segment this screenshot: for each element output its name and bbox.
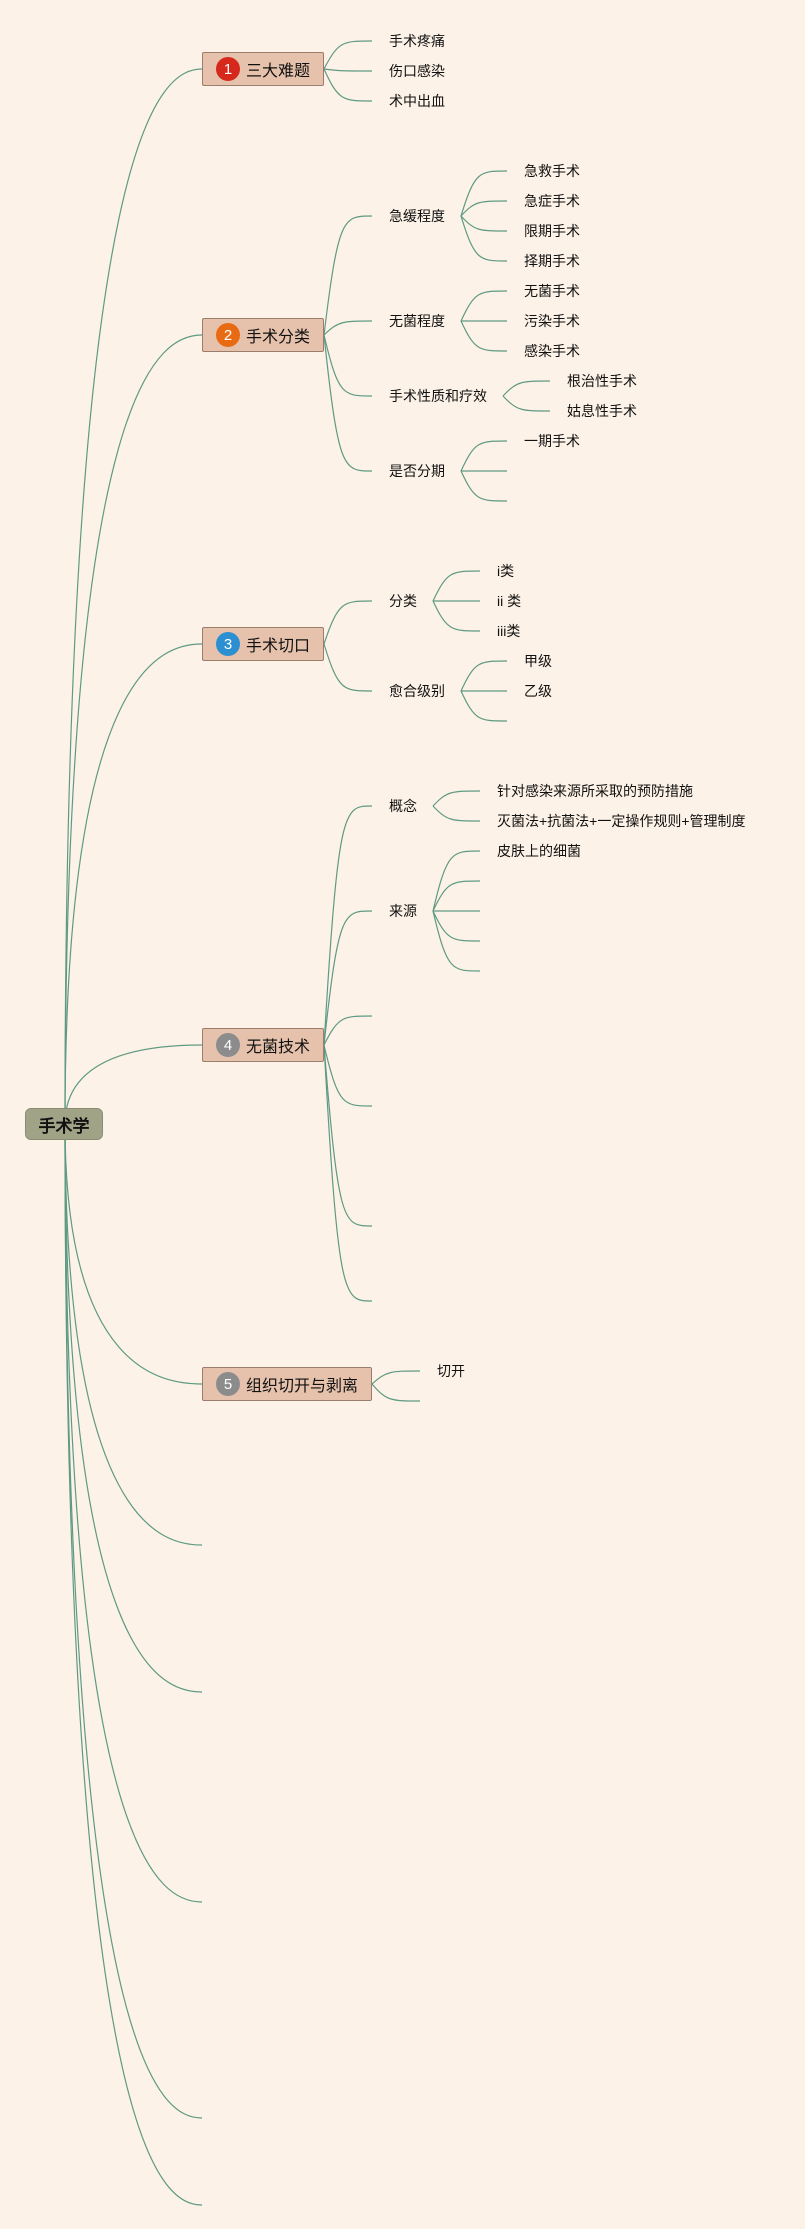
branch-label: 组织切开与剥离 bbox=[245, 1378, 358, 1395]
connector-line bbox=[432, 910, 481, 972]
connector-line bbox=[323, 68, 373, 102]
item-incise[interactable]: 切开 bbox=[437, 1363, 465, 1379]
connector-line bbox=[432, 600, 481, 632]
topic-infection[interactable]: 伤口感染 bbox=[389, 63, 445, 79]
connector-line bbox=[502, 395, 551, 412]
branch-label: 手术切口 bbox=[245, 638, 310, 655]
item-limited[interactable]: 限期手术 bbox=[524, 223, 580, 239]
connector-line bbox=[323, 1015, 373, 1046]
group-staging[interactable]: 是否分期 bbox=[389, 463, 445, 479]
connector-line bbox=[432, 805, 481, 822]
connector-line bbox=[64, 643, 203, 1125]
connector-line bbox=[460, 690, 508, 722]
connector-line bbox=[460, 215, 508, 232]
group-sterility[interactable]: 无菌程度 bbox=[389, 313, 445, 329]
connector-line bbox=[323, 68, 373, 72]
connector-line bbox=[64, 1123, 203, 1546]
item-urgent[interactable]: 急症手术 bbox=[524, 193, 580, 209]
connector-line bbox=[323, 600, 373, 645]
group-healing-grade[interactable]: 愈合级别 bbox=[389, 683, 445, 699]
connector-line bbox=[323, 40, 373, 70]
connector-line bbox=[64, 1123, 203, 1693]
item-clean[interactable]: 无菌手术 bbox=[524, 283, 580, 299]
number-2-icon: 2 bbox=[215, 323, 240, 347]
item-grade-b[interactable]: 乙级 bbox=[524, 683, 552, 699]
number-5-icon: 5 bbox=[215, 1372, 240, 1396]
item-elective[interactable]: 择期手术 bbox=[524, 253, 580, 269]
item-concept-1[interactable]: 针对感染来源所采取的预防措施 bbox=[497, 783, 693, 799]
connector-line bbox=[323, 334, 373, 397]
group-source[interactable]: 来源 bbox=[389, 903, 417, 919]
connector-line bbox=[64, 1123, 203, 1385]
branch-three-problems[interactable]: 1 三大难题 bbox=[202, 52, 324, 86]
connector-line bbox=[323, 805, 373, 1046]
connector-line bbox=[460, 440, 508, 472]
item-skin-bacteria[interactable]: 皮肤上的细菌 bbox=[497, 843, 581, 859]
connector-line bbox=[323, 1044, 373, 1227]
number-3-icon: 3 bbox=[215, 632, 240, 656]
item-infected[interactable]: 感染手术 bbox=[524, 343, 580, 359]
connector-line bbox=[323, 1044, 373, 1302]
connector-line bbox=[323, 215, 373, 336]
connector-line bbox=[432, 880, 481, 912]
item-radical[interactable]: 根治性手术 bbox=[567, 373, 637, 389]
branch-aseptic[interactable]: 4 无菌技术 bbox=[202, 1028, 324, 1062]
connector-line bbox=[64, 1123, 203, 1903]
connector-line bbox=[502, 380, 551, 397]
connector-line bbox=[432, 790, 481, 807]
branch-label: 手术分类 bbox=[245, 329, 310, 346]
item-class-iii[interactable]: iii类 bbox=[497, 623, 521, 639]
connector-line bbox=[323, 910, 373, 1046]
item-one-stage[interactable]: 一期手术 bbox=[524, 433, 580, 449]
connector-line bbox=[64, 1123, 203, 2206]
connector-line bbox=[460, 170, 508, 217]
connector-line bbox=[323, 320, 373, 336]
root-node[interactable]: 手术学 bbox=[25, 1108, 103, 1140]
connector-line bbox=[460, 660, 508, 692]
item-contaminated[interactable]: 污染手术 bbox=[524, 313, 580, 329]
connector-line bbox=[323, 334, 373, 472]
connector-line bbox=[460, 290, 508, 322]
connector-line bbox=[64, 1044, 203, 1125]
topic-pain[interactable]: 手术疼痛 bbox=[389, 33, 445, 49]
branch-incision[interactable]: 3 手术切口 bbox=[202, 627, 324, 661]
group-concept[interactable]: 概念 bbox=[389, 798, 417, 814]
branch-tissue-dissection[interactable]: 5 组织切开与剥离 bbox=[202, 1367, 372, 1401]
connector-line bbox=[460, 200, 508, 217]
connector-line bbox=[432, 910, 481, 942]
connector-line bbox=[432, 850, 481, 912]
connector-line bbox=[323, 643, 373, 692]
topic-bleeding[interactable]: 术中出血 bbox=[389, 93, 445, 109]
connector-line bbox=[371, 1383, 421, 1402]
connector-line bbox=[64, 1123, 203, 2119]
item-class-ii[interactable]: ii 类 bbox=[497, 593, 522, 609]
item-concept-2[interactable]: 灭菌法+抗菌法+一定操作规则+管理制度 bbox=[497, 813, 746, 829]
connector-line bbox=[460, 215, 508, 262]
connector-line bbox=[432, 570, 481, 602]
group-urgency[interactable]: 急缓程度 bbox=[389, 208, 445, 224]
connector-line bbox=[323, 1044, 373, 1107]
item-class-i[interactable]: i类 bbox=[497, 563, 515, 579]
branch-label: 无菌技术 bbox=[245, 1039, 310, 1056]
connector-line bbox=[64, 334, 203, 1125]
branch-label: 三大难题 bbox=[245, 63, 310, 80]
connector-line bbox=[460, 470, 508, 502]
number-4-icon: 4 bbox=[215, 1033, 240, 1057]
item-palliative[interactable]: 姑息性手术 bbox=[567, 403, 637, 419]
item-emergency[interactable]: 急救手术 bbox=[524, 163, 580, 179]
group-nature[interactable]: 手术性质和疗效 bbox=[389, 388, 487, 404]
connector-line bbox=[371, 1370, 421, 1385]
item-grade-a[interactable]: 甲级 bbox=[524, 653, 552, 669]
number-1-icon: 1 bbox=[215, 57, 240, 81]
group-incision-class[interactable]: 分类 bbox=[389, 593, 417, 609]
connector-line bbox=[64, 68, 203, 1125]
connector-line bbox=[460, 320, 508, 352]
branch-classification[interactable]: 2 手术分类 bbox=[202, 318, 324, 352]
